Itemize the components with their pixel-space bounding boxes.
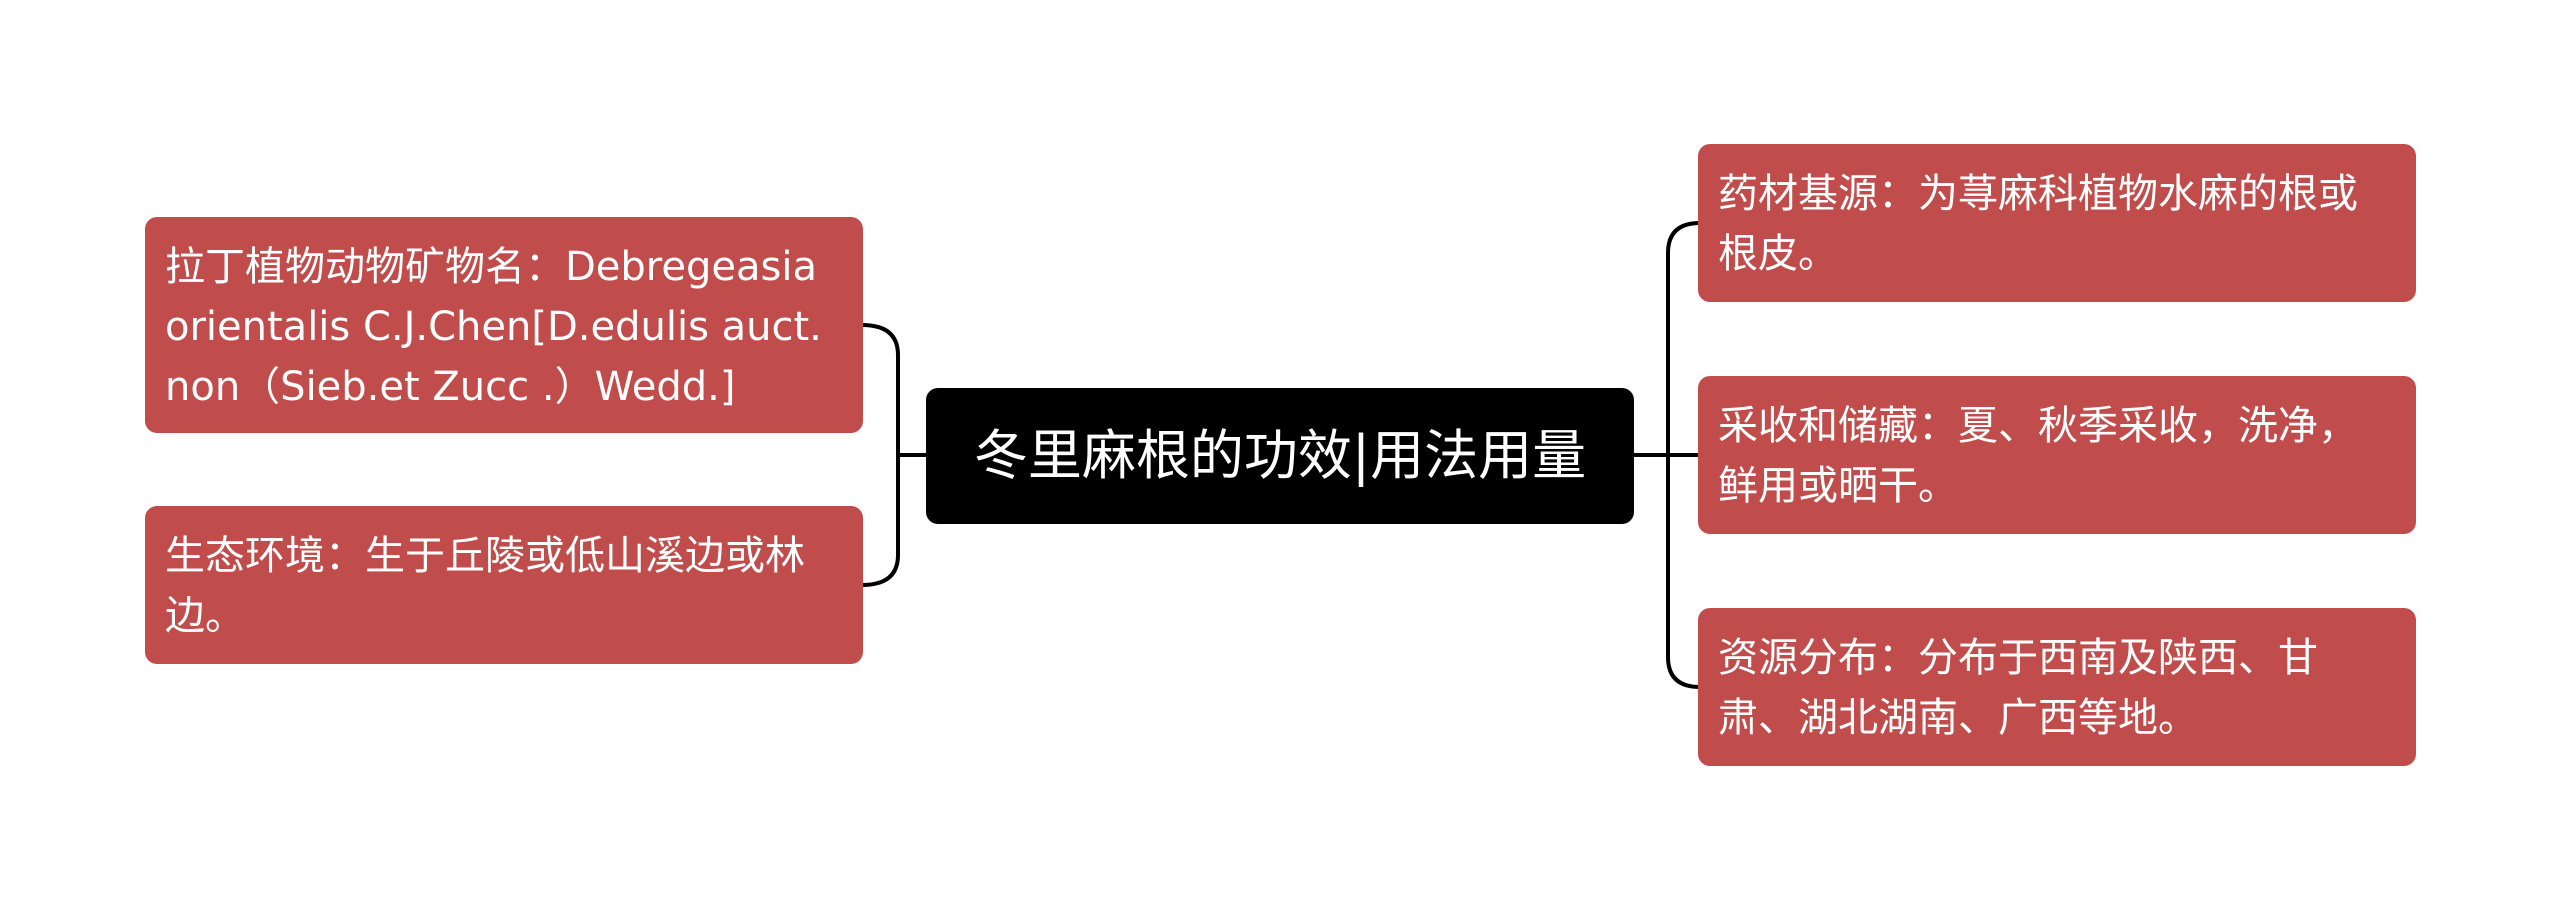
left-node-habitat[interactable]: 生态环境：生于丘陵或低山溪边或林边。 bbox=[145, 506, 863, 664]
right-node-source[interactable]: 药材基源：为荨麻科植物水麻的根或根皮。 bbox=[1698, 144, 2416, 302]
left-node-latin-name[interactable]: 拉丁植物动物矿物名：Debregeasia orientalis C.J.Che… bbox=[145, 217, 863, 433]
root-node[interactable]: 冬里麻根的功效|用法用量 bbox=[926, 388, 1634, 524]
right-node-harvest[interactable]: 采收和储藏：夏、秋季采收，洗净，鲜用或晒干。 bbox=[1698, 376, 2416, 534]
left-node-latin-name-text: 拉丁植物动物矿物名：Debregeasia orientalis C.J.Che… bbox=[165, 244, 822, 410]
connector-left-trunk bbox=[861, 323, 900, 587]
right-node-distribution[interactable]: 资源分布：分布于西南及陕西、甘肃、湖北湖南、广西等地。 bbox=[1698, 608, 2416, 766]
right-node-source-text: 药材基源：为荨麻科植物水麻的根或根皮。 bbox=[1718, 171, 2358, 277]
right-node-distribution-text: 资源分布：分布于西南及陕西、甘肃、湖北湖南、广西等地。 bbox=[1718, 635, 2318, 741]
left-node-habitat-text: 生态环境：生于丘陵或低山溪边或林边。 bbox=[165, 533, 805, 639]
root-title: 冬里麻根的功效|用法用量 bbox=[973, 424, 1587, 487]
right-node-harvest-text: 采收和储藏：夏、秋季采收，洗净，鲜用或晒干。 bbox=[1718, 403, 2358, 509]
